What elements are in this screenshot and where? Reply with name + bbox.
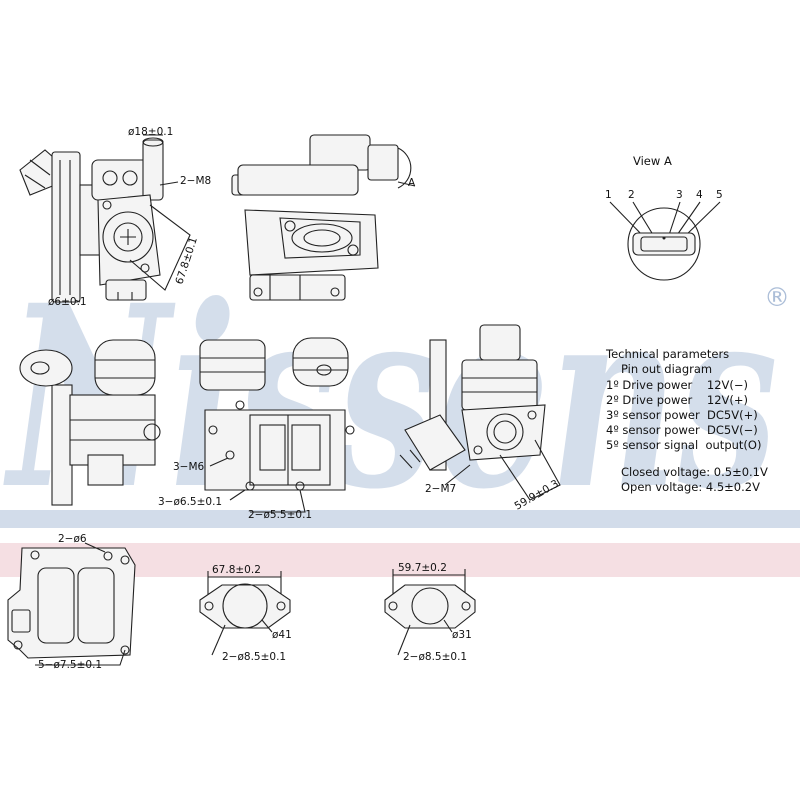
pin-label-4: 4 <box>696 189 703 201</box>
dim-d18: ø18±0.1 <box>128 126 173 138</box>
tech-title: Technical parameters <box>605 347 729 361</box>
gasket-rectangular: 2−ø6 5−ø7.5±0.1 <box>7 533 136 671</box>
dim-gasket1-holes: 2−ø6 <box>58 533 87 545</box>
valve-side-view: ø18±0.1 2−M8 67.8±0.1 ø6±0.1 <box>19 126 211 308</box>
valve-top-view: 3−M6 3−ø6.5±0.1 2−ø5.5±0.1 <box>158 337 355 521</box>
dim-m6: 3−M6 <box>173 461 205 473</box>
tech-subtitle: Pin out diagram <box>621 362 712 376</box>
view-arrow-label: A <box>408 177 416 189</box>
tech-pin-5: 5º sensor signal output(O) <box>606 438 761 452</box>
dim-gasket3-bolt: 2−ø8.5±0.1 <box>403 651 467 663</box>
valve-actuator-view <box>19 339 161 506</box>
dim-m7: 2−M7 <box>425 483 456 495</box>
dim-gasket1-bottom: 5−ø7.5±0.1 <box>38 659 102 671</box>
pin-label-3: 3 <box>676 189 683 201</box>
gasket-round-31: 59.7±0.2 ø31 2−ø8.5±0.1 <box>384 562 476 663</box>
tech-pin-3: 3º sensor power DC5V(+) <box>606 408 758 422</box>
dim-d6-side: ø6±0.1 <box>48 296 87 308</box>
view-a-title: View A <box>633 154 672 168</box>
dim-d6-5: 3−ø6.5±0.1 <box>158 496 222 508</box>
dim-gasket2-bore: ø41 <box>272 629 292 641</box>
blue-band <box>0 510 800 528</box>
pin-label-5: 5 <box>716 189 723 201</box>
dim-d5-5: 2−ø5.5±0.1 <box>248 509 312 521</box>
dim-gasket2-bolt: 2−ø8.5±0.1 <box>222 651 286 663</box>
valve-front-view: A <box>231 134 416 301</box>
dim-gasket2-width: 67.8±0.2 <box>212 564 261 576</box>
pin-label-2: 2 <box>628 189 635 201</box>
pin-label-1: 1 <box>605 189 612 201</box>
view-a-connector: View A 1 2 3 4 5 <box>605 154 723 281</box>
tech-pin-1: 1º Drive power 12V(−) <box>606 378 748 392</box>
tech-pin-2: 2º Drive power 12V(+) <box>606 393 748 407</box>
dim-gasket3-width: 59.7±0.2 <box>398 562 447 574</box>
tech-pin-4: 4º sensor power DC5V(−) <box>606 423 758 437</box>
dim-gasket3-bore: ø31 <box>452 629 472 641</box>
tech-open-voltage: Open voltage: 4.5±0.2V <box>621 480 760 494</box>
tech-closed-voltage: Closed voltage: 0.5±0.1V <box>621 465 768 479</box>
technical-parameters: Technical parameters Pin out diagram 1º … <box>605 347 768 494</box>
dim-m8: 2−M8 <box>180 175 211 187</box>
gasket-round-41: 67.8±0.2 ø41 2−ø8.5±0.1 <box>199 564 292 663</box>
registered-mark: ® <box>764 283 790 313</box>
